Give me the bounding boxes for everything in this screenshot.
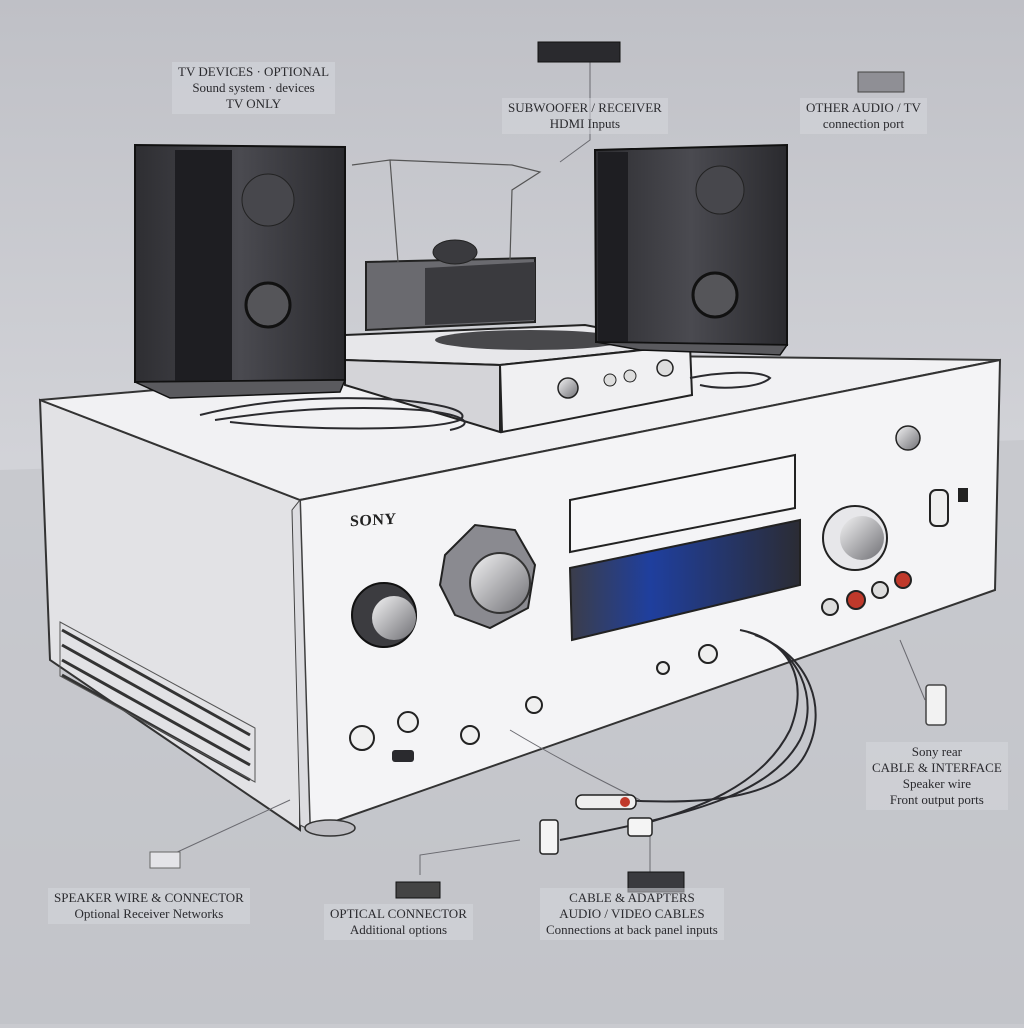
callout-right: Sony rear CABLE & INTERFACE Speaker wire…: [866, 742, 1008, 810]
cable-plugs: [539, 684, 947, 855]
hdmi-device-icon: [537, 41, 621, 63]
center-speaker: [351, 159, 542, 332]
callout-bottom-right: CABLE & ADAPTERS AUDIO / VIDEO CABLES Co…: [540, 888, 724, 940]
callout-line: Connections at back panel inputs: [546, 922, 718, 937]
callout-line: Front output ports: [889, 792, 984, 807]
small-knob[interactable]: [895, 425, 921, 451]
display-window: [568, 518, 801, 642]
cables: [199, 371, 817, 841]
callout-top-right: OTHER AUDIO / TV connection port: [800, 98, 927, 134]
receiver: [38, 353, 1002, 837]
callout-line: connection port: [822, 116, 905, 131]
callout-line: SUBWOOFER / RECEIVER: [508, 100, 662, 115]
front-jacks[interactable]: [349, 488, 968, 762]
volume-knob[interactable]: [351, 582, 417, 648]
callout-line: CABLE & ADAPTERS: [569, 890, 695, 905]
callout-line: SPEAKER WIRE & CONNECTOR: [54, 890, 244, 905]
left-speaker: [134, 143, 347, 399]
wire-device-icon: [149, 851, 181, 869]
callout-line: TV DEVICES · OPTIONAL: [178, 64, 330, 79]
callout-line: Speaker wire: [902, 776, 971, 791]
callout-line: Sony rear: [911, 744, 962, 759]
callout-bottom-left: SPEAKER WIRE & CONNECTOR Optional Receiv…: [48, 888, 250, 924]
cd-lid: [435, 330, 625, 350]
callout-line: Sound system · devices: [192, 80, 315, 95]
right-speaker: [593, 143, 789, 356]
input-selector-knob[interactable]: [438, 523, 537, 630]
tuning-knob[interactable]: [822, 505, 888, 571]
callout-line: OPTICAL CONNECTOR: [330, 906, 467, 921]
callout-top-center: SUBWOOFER / RECEIVER HDMI Inputs: [502, 98, 668, 134]
callout-line: CABLE & INTERFACE: [872, 760, 1002, 775]
port-device-icon: [857, 71, 905, 93]
usb-port[interactable]: [392, 750, 414, 762]
callout-top-left: TV DEVICES · OPTIONAL Sound system · dev…: [172, 62, 336, 114]
callout-line: Optional Receiver Networks: [74, 906, 224, 921]
callout-line: Additional options: [349, 922, 447, 937]
optical-device-icon: [395, 881, 441, 899]
brand-logo: SONY: [350, 510, 397, 531]
disc-tray[interactable]: [569, 453, 796, 554]
callout-bottom-center: OPTICAL CONNECTOR Additional options: [324, 904, 473, 940]
callout-line: OTHER AUDIO / TV: [806, 100, 921, 115]
callout-line: TV ONLY: [225, 96, 282, 111]
callout-line: HDMI Inputs: [549, 116, 621, 131]
callout-line: AUDIO / VIDEO CABLES: [559, 906, 705, 921]
